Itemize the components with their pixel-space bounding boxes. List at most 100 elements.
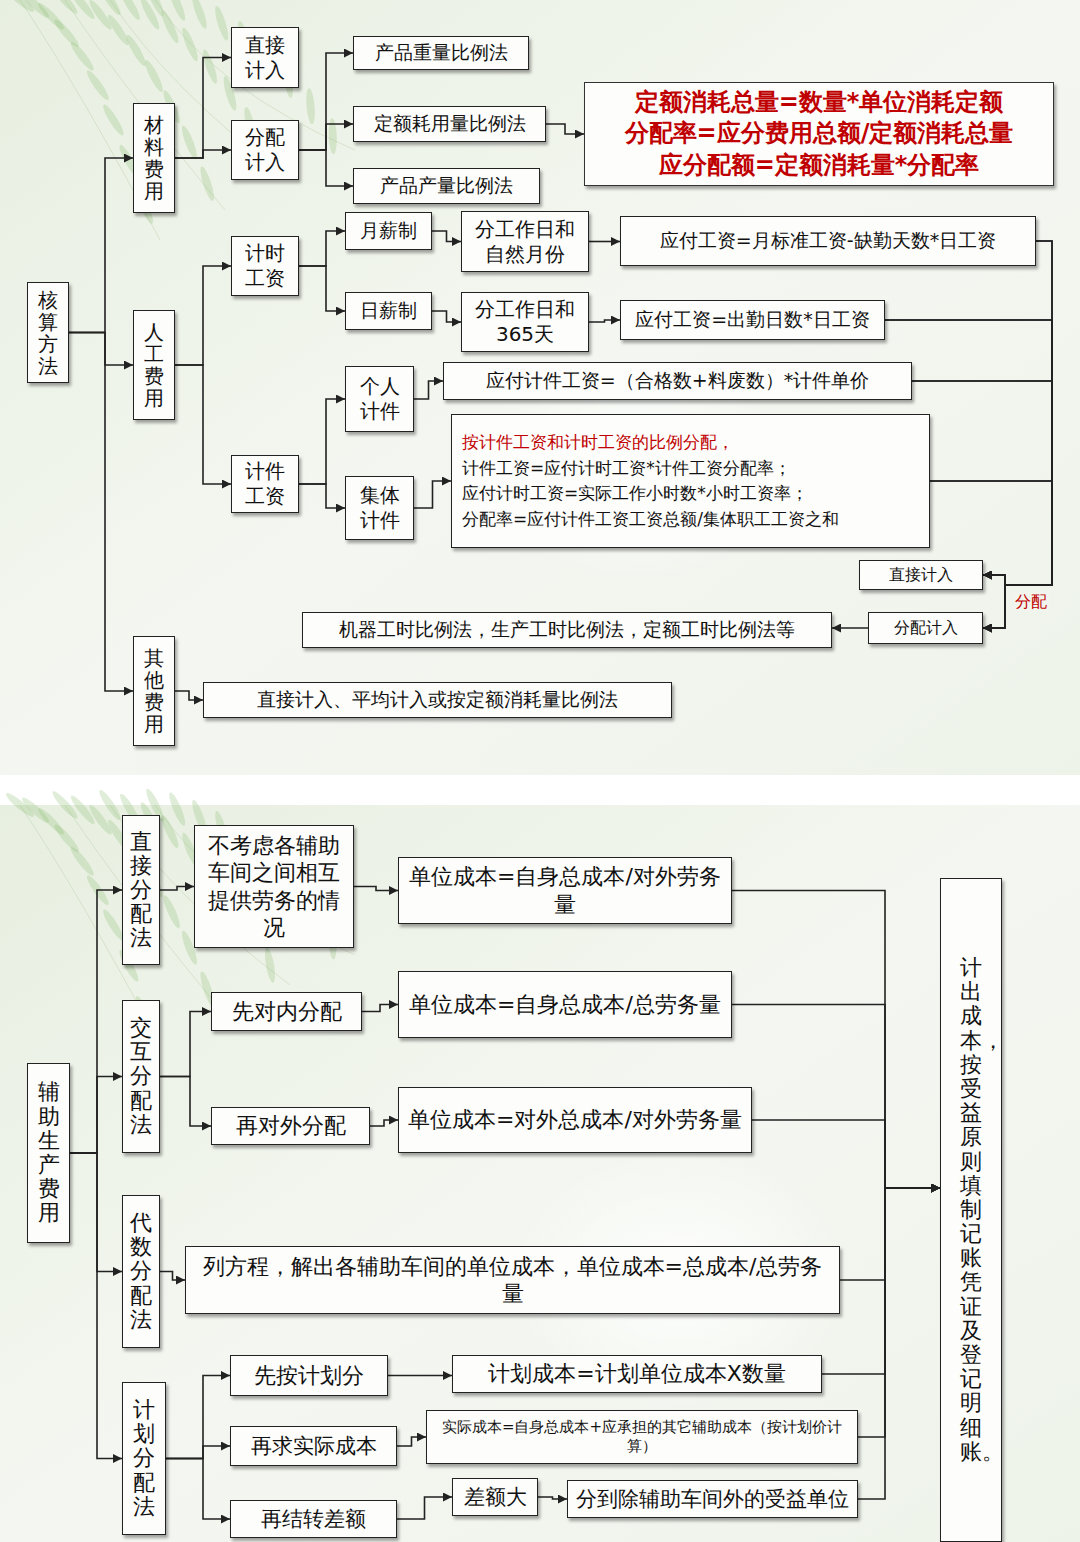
box-text: 分工作日和自然月份 [468,217,582,267]
willow-leaf [263,947,277,984]
process-box: 不考虑各辅助车间之间相互提供劳务的情况 [194,825,354,948]
connector-arrow [175,266,231,365]
willow-leaf [100,103,126,138]
category-box: 其他费用 [133,636,175,746]
connector-arrow [69,333,133,366]
connector-arrow [732,891,940,1189]
process-box: 应付工资=出勤日数*日工资 [620,300,885,340]
connector-arrow [160,1272,185,1281]
connector-arrow [752,1120,940,1188]
connector-arrow [69,158,133,333]
box-text: 集体计件 [352,483,407,533]
connector-arrow [160,1077,211,1127]
connector-arrow [166,1376,230,1459]
willow-leaf [105,13,131,48]
connector-arrow [832,627,868,629]
connector-arrow [414,481,451,508]
connector-arrow [432,231,461,242]
box-text: 再对外分配 [236,1112,346,1140]
box-text: 先按计划分 [254,1362,364,1390]
box-text: 分配计入 [238,125,292,175]
box-text: 应付计件工资=（合格数+料废数）*计件单价 [486,369,869,393]
panel-gap [0,775,1080,805]
box-text: 计件工资=应付计时工资*计件工资分配率； [462,456,791,482]
willow-leaf [50,0,80,16]
category-box: 交互分配法 [122,1000,160,1153]
box-text: 应付工资=月标准工资-缺勤天数*日工资 [660,229,996,253]
box-text: 计时工资 [238,241,292,291]
connector-arrow [589,241,620,243]
process-box: 再结转差额 [230,1500,397,1538]
box-text: 材料费用 [144,114,164,202]
connector-arrow [299,150,353,186]
process-box: 列方程，解出各辅助车间的单位成本，单位成本=总成本/总劳务量 [185,1246,840,1314]
box-text: 产品产量比例法 [380,174,513,198]
process-box: 月薪制 [345,212,432,250]
connector-arrow [732,1005,940,1189]
connector-arrow [299,53,353,150]
willow-leaves [4,0,355,1045]
box-text: 应付计时工资=实际工作小时数*小时工资率； [462,481,808,507]
category-box: 代数分配法 [122,1195,160,1348]
process-box: 差额大 [452,1478,538,1516]
willow-leaf [198,165,217,202]
willow-leaf [52,822,82,854]
connector-arrow [69,333,133,692]
willow-leaf [68,40,96,73]
willow-leaf [213,5,231,42]
connector-arrow [299,231,345,266]
box-text: 分工作日和365天 [468,297,582,347]
connector-arrow [299,266,345,311]
box-text: 代数分配法 [130,1211,152,1332]
box-text: 个人计件 [352,374,407,424]
connector-arrow [397,1437,426,1446]
process-box: 直接计入、平均计入或按定额消耗量比例法 [203,682,672,718]
box-text: 定额耗用量比例法 [374,112,526,136]
box-text: 直接计入、平均计入或按定额消耗量比例法 [257,688,618,712]
panel-ground [0,0,1080,775]
willow-leaf [161,894,183,930]
connector-arrow [175,691,203,700]
willow-stem [155,805,355,955]
box-text: 计件工资 [238,459,292,509]
box-text: 机器工时比例法，生产工时比例法，定额工时比例法等 [339,618,795,642]
willow-leaf [167,791,188,827]
connector-arrow [388,1375,452,1377]
box-text: 计出成本，按受益原则填制记账凭证及登记明细账。 [960,956,982,1464]
process-box: 实际成本=自身总成本+应承担的其它辅助成本（按计划价计算） [426,1410,858,1464]
willow-leaf [190,0,210,30]
process-box: 分到除辅助车间外的受益单位 [567,1480,858,1518]
process-box: 应付工资=月标准工资-缺勤天数*日工资 [620,216,1036,266]
process-box: 直接计入 [231,27,299,88]
box-text: 定额消耗总量=数量*单位消耗定额 [635,87,1004,118]
process-box: 个人计件 [345,366,414,432]
category-box: 计出成本，按受益原则填制记账凭证及登记明细账。 [940,878,1002,1542]
process-box: 定额耗用量比例法 [353,106,546,142]
connector-arrow [362,1005,398,1012]
willow-leaf [124,33,149,68]
connector-arrow [166,1446,230,1459]
connector-arrow [546,124,584,134]
connector-arrow [70,1077,122,1154]
process-box: 分工作日和自然月份 [461,211,589,272]
process-box: 分工作日和365天 [461,292,589,352]
willow-leaf [68,845,96,878]
box-text: 单位成本=自身总成本/总劳务量 [409,991,721,1019]
box-text: 分配率=应分费用总额/定额消耗总量 [625,118,1014,149]
connector-arrow [160,1012,211,1077]
process-box: 分配计入 [231,120,299,180]
process-box: 机器工时比例法，生产工时比例法，定额工时比例法等 [302,612,832,648]
connector-arrow [858,1188,940,1437]
box-text: 计划分配法 [133,1398,155,1519]
box-text: 单位成本=对外总成本/对外劳务量 [408,1106,742,1134]
willow-leaf [84,68,111,102]
connector-arrow [370,1120,398,1126]
box-text: 应分配额=定额消耗量*分配率 [659,150,980,181]
willow-leaf [117,0,142,22]
connector-arrow [930,481,1052,628]
box-text: 应付工资=出勤日数*日工资 [635,308,869,332]
process-box: 产品产量比例法 [353,168,540,204]
box-text: 直接计入 [238,33,292,83]
box-text: 实际成本=自身总成本+应承担的其它辅助成本（按计划价计算） [433,1418,851,1456]
category-box: 直接分配法 [122,815,160,965]
